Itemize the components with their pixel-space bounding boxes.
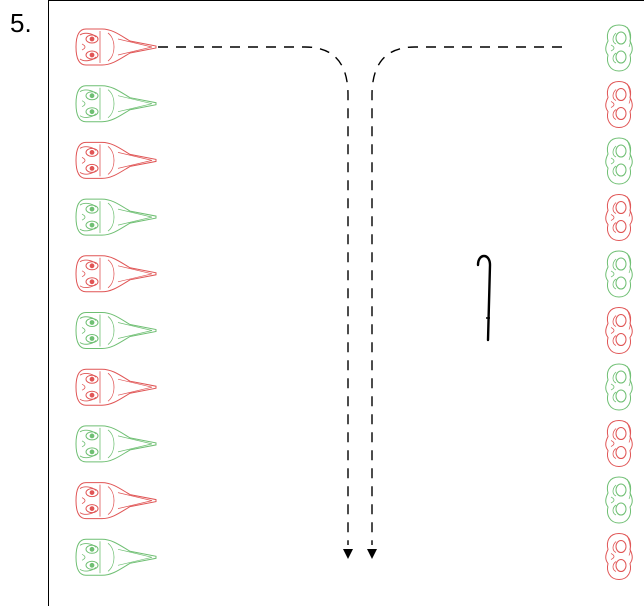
- venetian-long-mask-icon: [75, 85, 157, 123]
- walking-paths: [158, 46, 562, 545]
- right-path-arrowhead: [367, 549, 377, 559]
- venetian-long-mask-icon: [75, 28, 157, 66]
- diagram-frame: [48, 0, 644, 606]
- right-mask-column: [605, 24, 633, 580]
- walking-cane-icon: [476, 254, 492, 342]
- domino-mask-icon: [605, 476, 633, 524]
- venetian-long-mask-icon: [75, 538, 157, 576]
- venetian-long-mask-icon: [75, 368, 157, 406]
- venetian-long-mask-icon: [75, 255, 157, 293]
- domino-mask-icon: [605, 81, 633, 128]
- domino-mask-icon: [605, 420, 633, 467]
- domino-mask-icon: [605, 363, 633, 411]
- left-path-arrowhead: [343, 549, 353, 559]
- venetian-long-mask-icon: [75, 198, 157, 236]
- domino-mask-icon: [605, 307, 633, 354]
- left-path: [158, 46, 349, 545]
- step-number: 5.: [10, 8, 32, 38]
- domino-mask-icon: [605, 533, 633, 580]
- domino-mask-icon: [605, 194, 633, 241]
- venetian-long-mask-icon: [75, 482, 157, 520]
- diagram-canvas: [48, 0, 644, 606]
- venetian-long-mask-icon: [75, 425, 157, 463]
- venetian-long-mask-icon: [75, 141, 157, 179]
- left-mask-column: [75, 28, 157, 576]
- domino-mask-icon: [605, 24, 633, 72]
- domino-mask-icon: [605, 250, 633, 298]
- domino-mask-icon: [605, 137, 633, 185]
- venetian-long-mask-icon: [75, 312, 157, 349]
- right-path: [371, 46, 562, 545]
